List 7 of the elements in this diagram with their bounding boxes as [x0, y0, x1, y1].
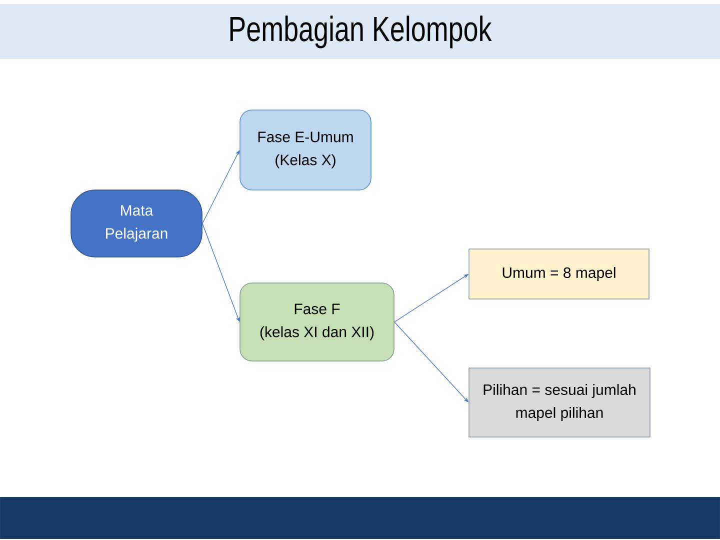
- rounded-box: Fase F (kelas XI dan XII): [240, 282, 394, 362]
- rounded-box: Fase E-Umum (Kelas X): [240, 110, 372, 190]
- rounded-box: Mata Pelajaran: [70, 190, 202, 258]
- arrow: [202, 150, 240, 224]
- rectangle-box: Pilihan = sesuai jumlah mapel pilihan: [468, 368, 650, 438]
- rectangle-box: Umum = 8 mapel: [468, 248, 650, 300]
- title: Pembagian Kelompok: [230, 16, 492, 48]
